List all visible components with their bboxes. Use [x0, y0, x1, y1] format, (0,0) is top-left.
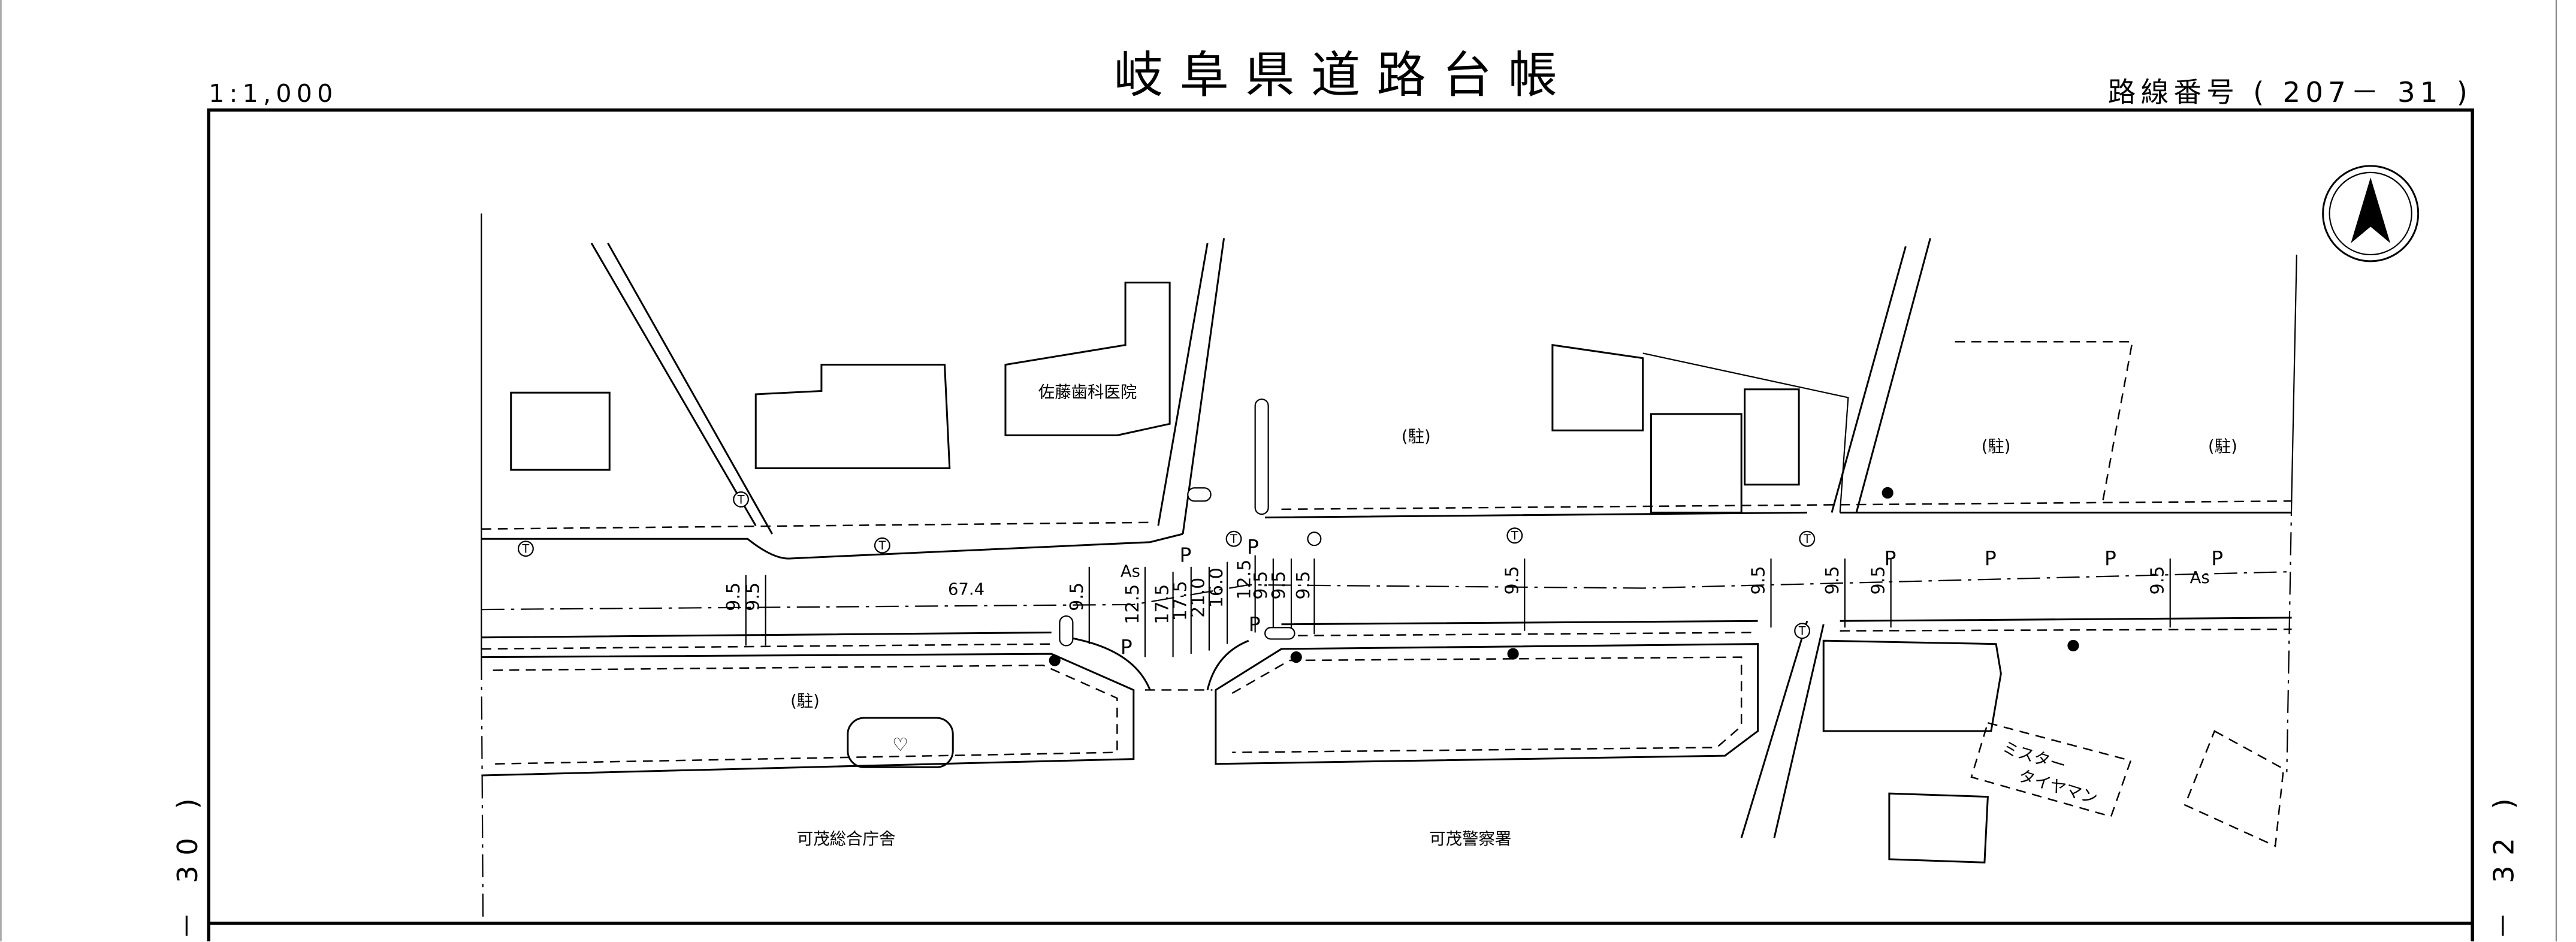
- manhole-icon: T: [1794, 623, 1811, 639]
- svg-text:T: T: [522, 542, 530, 556]
- boundary-right: [2291, 254, 2297, 493]
- width-label: 9.5: [1067, 582, 1088, 611]
- svg-text:T: T: [1803, 532, 1811, 546]
- parking-label: (駐): [1402, 427, 1431, 446]
- svg-text:T: T: [878, 539, 886, 552]
- curb-island: [1254, 398, 1269, 515]
- boundary-right-lower: [2286, 493, 2293, 772]
- parking-mark: P: [1247, 535, 1259, 558]
- width-label: 17.5: [1152, 584, 1173, 624]
- manhole-icon: T: [1225, 530, 1242, 547]
- utility-poles: [1049, 398, 2079, 666]
- route-number: 路線番号 ( 207－ 31 ): [2108, 76, 2472, 108]
- pole-icon: [2067, 639, 2079, 652]
- parking-label: (駐): [1982, 437, 2011, 456]
- parking-mark: P: [1121, 635, 1133, 659]
- svg-text:T: T: [1230, 532, 1237, 546]
- parking-mark: P: [1180, 544, 1192, 567]
- heart-icon: ♡: [892, 735, 908, 756]
- sheet-mark-right: － 32 ): [2488, 789, 2520, 940]
- pole-icon: [1882, 487, 1894, 499]
- manhole-symbols: T T T T T T T: [517, 491, 1816, 639]
- pole-icon: [1049, 654, 1061, 666]
- svg-text:T: T: [737, 493, 745, 506]
- buildings: [510, 282, 2285, 864]
- pole-icon: [1507, 648, 1519, 660]
- width-label: 12.5: [1234, 560, 1255, 600]
- scale-label: 1:1,000: [209, 79, 337, 108]
- manhole-icon: T: [517, 541, 534, 557]
- manhole-icon: T: [733, 491, 750, 508]
- heart-monument: [847, 717, 954, 768]
- svg-text:T: T: [1798, 624, 1806, 638]
- lower-lots: ♡: [481, 643, 1759, 777]
- manhole-icon: T: [874, 537, 890, 554]
- parking-label: (駐): [2208, 437, 2237, 456]
- main-road: [481, 238, 2292, 838]
- building-label-police: 可茂警察署: [1429, 830, 1511, 849]
- stop-marker: [1059, 615, 1074, 647]
- building-label-clinic: 佐藤歯科医院: [1038, 383, 1137, 401]
- section-length: 67.4: [948, 580, 985, 599]
- sheet-mark-left: － 30 ): [171, 789, 204, 940]
- width-label: 9.5: [1502, 566, 1523, 595]
- stop-marker: [1264, 627, 1295, 640]
- manhole-icon: T: [1506, 527, 1523, 544]
- hydrant-icon: [1307, 532, 1322, 547]
- parking-mark: P: [1885, 547, 1896, 570]
- north-arrow-icon: [2322, 165, 2420, 262]
- pole-icon: [1290, 651, 1302, 663]
- dimension-lines: [745, 555, 2171, 657]
- width-label: 9.5: [1293, 571, 1314, 600]
- width-label: 9.5: [723, 582, 744, 611]
- width-label: 9.5: [1269, 571, 1289, 600]
- parking-mark: P: [1985, 547, 1997, 570]
- width-dimensions: 9.5 9.5 9.5 12.5 17.5 17.5 21.0 16.0 12.…: [723, 560, 2169, 624]
- boundary-left-lower: [481, 657, 484, 923]
- width-label: 9.5: [2148, 566, 2169, 595]
- map-frame: [207, 108, 2474, 941]
- width-label: 9.5: [1251, 571, 1272, 600]
- manhole-icon: T: [1799, 530, 1816, 547]
- width-label: 12.5: [1122, 584, 1143, 624]
- svg-text:T: T: [1511, 529, 1518, 543]
- surface-label: As: [2190, 569, 2210, 587]
- building-label-office: 可茂総合庁舎: [797, 830, 895, 849]
- width-label: 9.5: [1822, 566, 1843, 595]
- page-title: 岐阜県道路台帳: [1114, 47, 1574, 104]
- parking-label: (駐): [790, 692, 820, 711]
- width-label: 9.5: [1868, 566, 1889, 595]
- surface-label: As: [1121, 562, 1140, 581]
- width-label: 9.5: [1748, 566, 1769, 595]
- parking-mark: P: [2211, 547, 2223, 570]
- parking-mark: P: [2104, 547, 2116, 570]
- stop-marker: [1187, 487, 1212, 502]
